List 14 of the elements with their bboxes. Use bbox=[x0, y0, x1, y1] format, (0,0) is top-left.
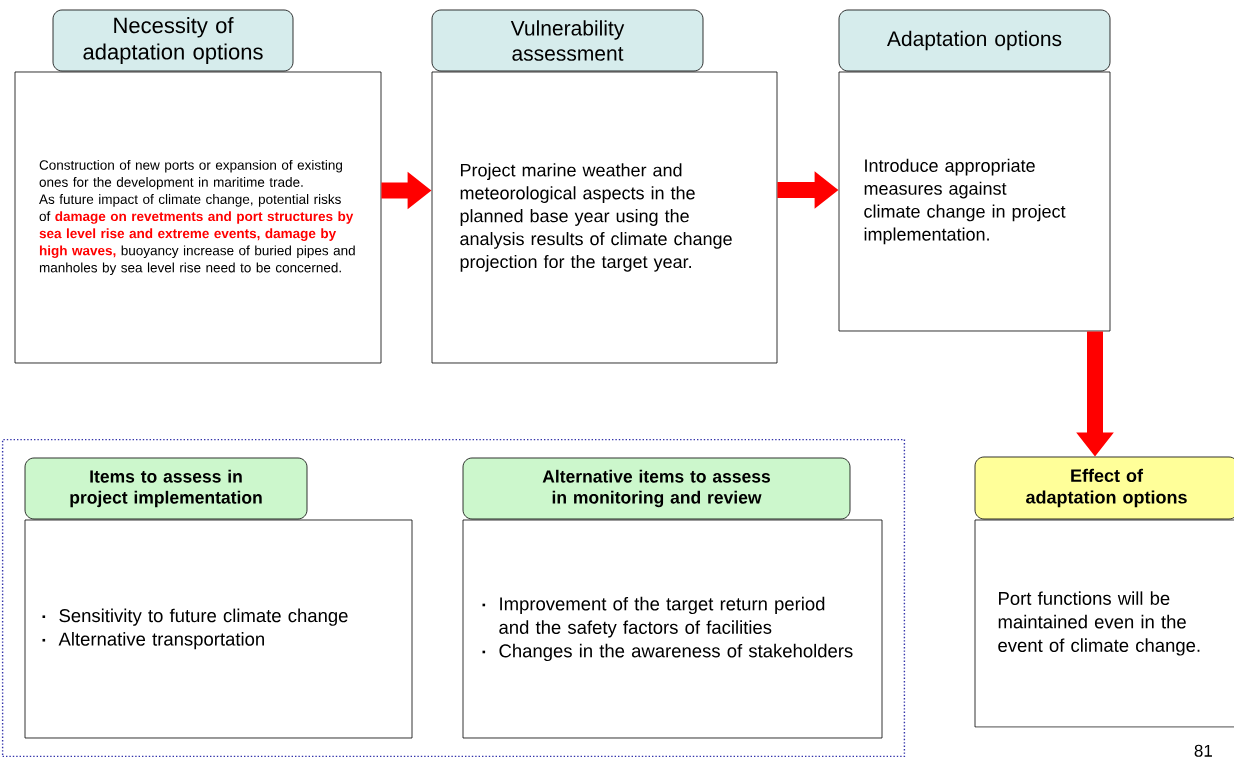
page-number: 81 bbox=[1194, 744, 1212, 757]
header-pill: Vulnerability assessment bbox=[431, 9, 704, 72]
body-box: Construction of new ports or expansion of existing ones for the development in maritime trade. As future impact of climate change, potential risks of damage on revetments and port structures by sea level rise and extreme events, damage by high waves, buoyancy increase of buried pipes and manholes by sea level rise need to be concerned. bbox=[14, 71, 382, 364]
header-pill: Adaptation options bbox=[838, 9, 1111, 72]
header-pill: Alternative items to assess in monitoring and review bbox=[462, 457, 851, 520]
header-pill: Items to assess in project implementation bbox=[24, 457, 308, 520]
body-box: Improvement of the target return period and the safety factors of facilities Changes in the awareness of stakeholders bbox=[462, 519, 883, 739]
body-box: Introduce appropriate measures against climate change in project implementation. bbox=[838, 71, 1111, 332]
body-box: Port functions will be maintained even in the event of climate change. bbox=[974, 519, 1234, 728]
header-pill: Effect of adaptation options bbox=[974, 456, 1234, 520]
dotted-frame bbox=[1, 438, 906, 758]
header-pill: Necessity of adaptation options bbox=[52, 9, 294, 72]
body-box: Project marine weather and meteorological aspects in the planned base year using the analysis results of climate change projection for the target year. bbox=[431, 71, 778, 364]
body-box: Sensitivity to future climate change Alternative transportation bbox=[24, 519, 413, 739]
